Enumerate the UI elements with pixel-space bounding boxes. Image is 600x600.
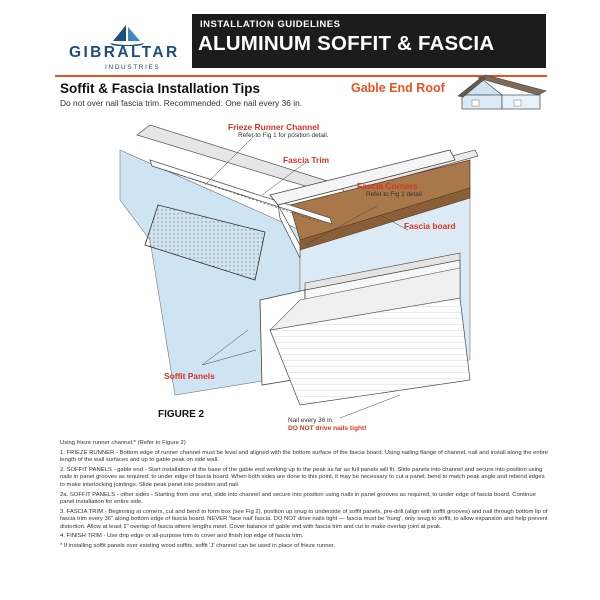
gable-roof-house-icon	[457, 74, 547, 110]
banner-title: ALUMINUM SOFFIT & FASCIA	[198, 32, 495, 55]
title-banner: INSTALLATION GUIDELINES ALUMINUM SOFFIT …	[192, 14, 546, 68]
instruction-step: 2a. SOFFIT PANELS - other sides - Starti…	[60, 491, 536, 506]
accent-divider	[55, 75, 547, 77]
banner-subtitle: INSTALLATION GUIDELINES	[200, 19, 341, 30]
instruction-step: 4. FINISH TRIM - Use drip edge or all-pu…	[60, 533, 304, 540]
frieze-runner-channel	[149, 159, 333, 225]
sailboat-logo-icon	[110, 25, 144, 46]
fascia-board-callout: Fascia board	[404, 221, 456, 231]
instructions: Using frieze runner channel:* (Refer to …	[60, 440, 550, 553]
figure-label: FIGURE 2	[158, 409, 205, 420]
callout-leaders	[201, 134, 409, 419]
instruction-step: 1. FRIEZE RUNNER - Bottom edge of runner…	[60, 449, 548, 464]
fascia-trim-callout: Fascia Trim	[283, 155, 330, 165]
soffit-panels-callout: Soffit Panels	[164, 371, 215, 381]
soffit-panels	[144, 204, 471, 406]
nail-warning: DO NOT drive nails tight!	[288, 425, 367, 432]
brand-name: GIBRALTAR	[69, 44, 180, 61]
nail-note: Nail every 36 in.	[288, 417, 334, 424]
instruction-step: 2. SOFFIT PANELS - gable end - Start ins…	[60, 467, 545, 488]
instruction-footnote: * If installing soffit panels over exist…	[60, 543, 336, 550]
frieze-runner-label: Frieze Runner Channel	[228, 122, 320, 132]
fascia-board	[289, 159, 471, 251]
frieze-runner-note: Refer to Fig 1 for position detail.	[238, 132, 329, 139]
frieze-runner-callout: Frieze Runner Channel Refer to Fig 1 for…	[228, 122, 329, 139]
section-subtitle: Do not over nail fascia trim. Recommende…	[60, 98, 303, 108]
section-title: Soffit & Fascia Installation Tips	[60, 81, 261, 96]
instruction-step: 3. FASCIA TRIM - Beginning at corners, c…	[60, 508, 548, 530]
company-logo: GIBRALTAR INDUSTRIES	[55, 18, 205, 74]
fascia-corners-label: Fascia Corners	[357, 181, 418, 191]
fascia-corners-note: Refer to Fig 1 detail.	[366, 191, 424, 198]
instruction-intro: Using frieze runner channel:* (Refer to …	[60, 440, 186, 446]
brand-subtitle: INDUSTRIES	[105, 64, 161, 71]
fascia-corners-callout: Fascia Corners Refer to Fig 1 detail.	[357, 181, 424, 198]
header: GIBRALTAR INDUSTRIES INSTALLATION GUIDEL…	[0, 0, 600, 74]
roof-type-label: Gable End Roof	[351, 81, 445, 95]
